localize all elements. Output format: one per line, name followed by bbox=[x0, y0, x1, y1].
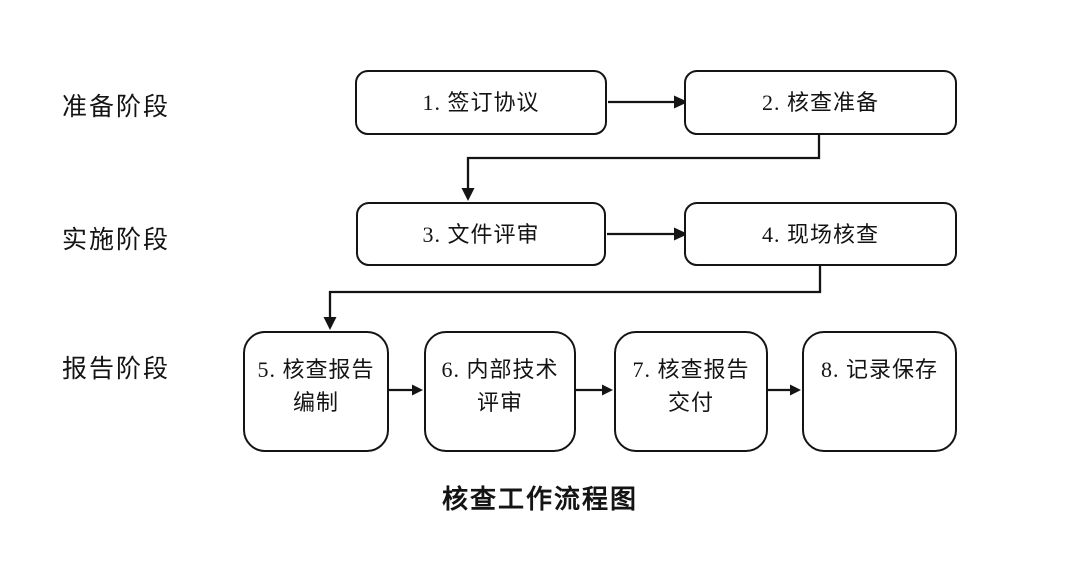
arrowhead-5-6 bbox=[412, 384, 423, 396]
flow-box-3-document-review: 3. 文件评审 bbox=[356, 202, 606, 266]
flow-box-4-onsite-verification: 4. 现场核查 bbox=[684, 202, 957, 266]
flow-box-5-report-compilation: 5. 核查报告 编制 bbox=[243, 331, 389, 452]
flow-box-7-report-delivery: 7. 核查报告 交付 bbox=[614, 331, 768, 452]
flow-box-1-sign-agreement: 1. 签订协议 bbox=[355, 70, 607, 135]
arrowhead-2-3 bbox=[461, 188, 475, 201]
connector-2-3 bbox=[466, 135, 821, 189]
phase-label-implementation: 实施阶段 bbox=[62, 227, 171, 254]
arrowhead-3-4 bbox=[674, 227, 688, 241]
flow-box-6-internal-technical-review: 6. 内部技术 评审 bbox=[424, 331, 576, 452]
connector-4-5 bbox=[328, 266, 822, 318]
flow-box-2-verification-preparation: 2. 核查准备 bbox=[684, 70, 957, 135]
arrowhead-4-5 bbox=[323, 317, 337, 330]
arrowhead-7-8 bbox=[790, 384, 801, 396]
flow-box-8-record-keeping: 8. 记录保存 bbox=[802, 331, 957, 452]
phase-label-preparation: 准备阶段 bbox=[62, 94, 171, 121]
phase-label-report: 报告阶段 bbox=[62, 356, 171, 383]
arrowhead-1-2 bbox=[674, 95, 688, 109]
arrowhead-6-7 bbox=[602, 384, 613, 396]
diagram-title: 核查工作流程图 bbox=[441, 485, 638, 514]
